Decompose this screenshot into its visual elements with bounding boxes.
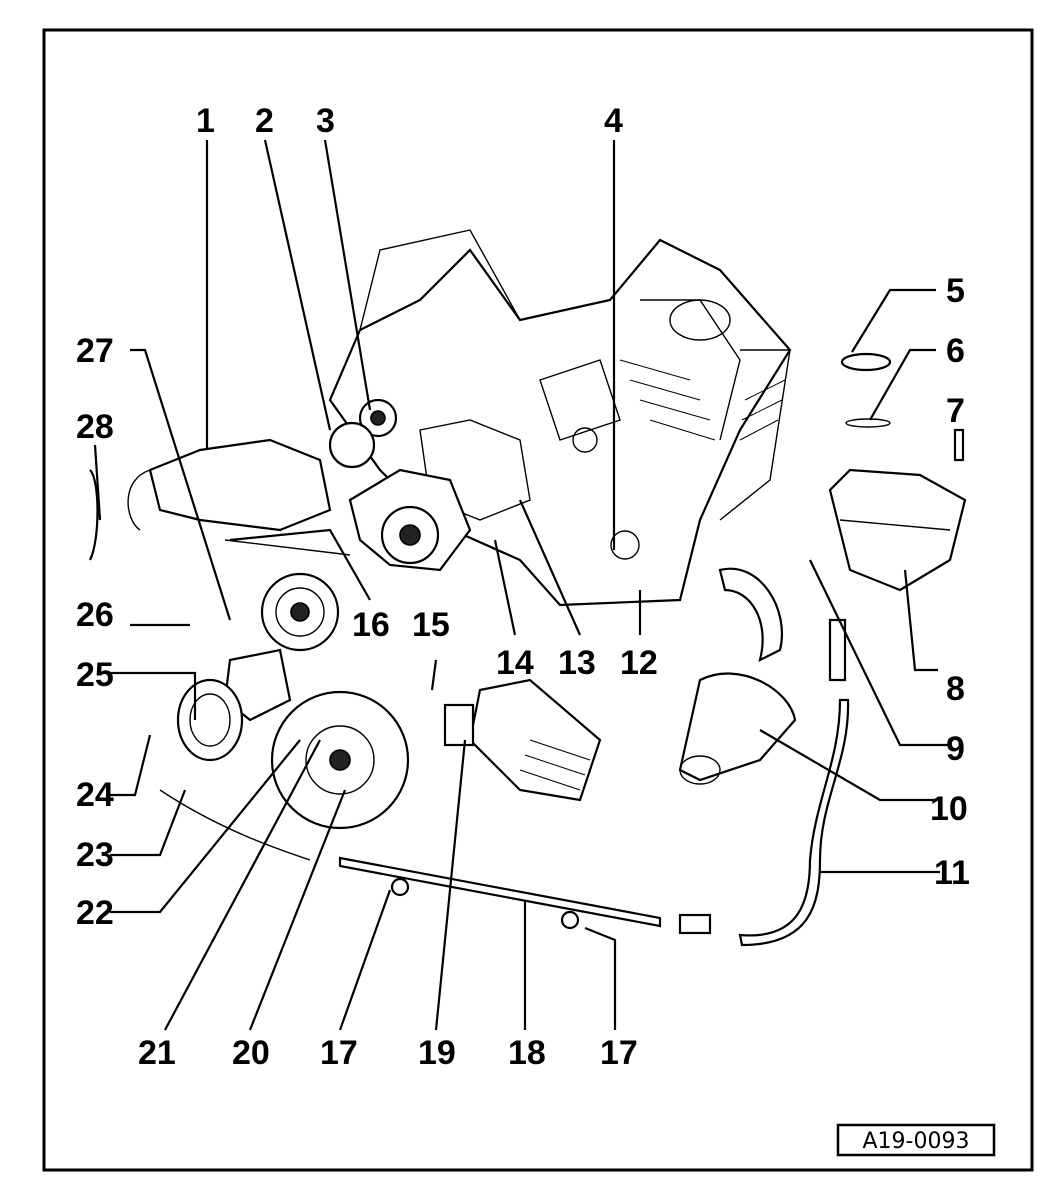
callout-15: 15 <box>412 606 450 644</box>
expansion-tank-drawing <box>828 352 967 592</box>
callout-labels: 1 2 3 4 5 6 7 8 9 10 11 12 13 14 15 16 1… <box>76 102 970 1072</box>
callout-23: 23 <box>76 836 114 874</box>
callout-27: 27 <box>76 332 114 370</box>
callout-14: 14 <box>496 644 534 682</box>
callout-7: 7 <box>946 392 965 430</box>
callout-4: 4 <box>604 102 623 140</box>
callout-9: 9 <box>946 730 965 768</box>
callout-17a: 17 <box>320 1034 358 1072</box>
callout-5: 5 <box>946 272 965 310</box>
callout-3: 3 <box>316 102 335 140</box>
reference-code-box: A19-0093 <box>836 1123 996 1157</box>
pulleys-drawing <box>159 572 410 861</box>
callout-13: 13 <box>558 644 596 682</box>
diagram-border <box>42 28 1034 1172</box>
callout-16: 16 <box>352 606 390 644</box>
rail-and-hoses-drawing <box>338 567 850 947</box>
oil-filter-drawing <box>443 678 602 802</box>
thermostat-housing-drawing <box>89 438 351 561</box>
callout-1: 1 <box>196 102 215 140</box>
callout-8: 8 <box>946 670 965 708</box>
leader-lines <box>93 139 950 1031</box>
callout-24: 24 <box>76 776 114 814</box>
callout-18: 18 <box>508 1034 546 1072</box>
water-pump-drawing <box>328 398 472 572</box>
callout-17b: 17 <box>600 1034 638 1072</box>
callout-22: 22 <box>76 894 114 932</box>
callout-20: 20 <box>232 1034 270 1072</box>
callout-25: 25 <box>76 656 114 694</box>
callout-10: 10 <box>930 790 968 828</box>
callout-6: 6 <box>946 332 965 370</box>
callout-12: 12 <box>620 644 658 682</box>
callout-26: 26 <box>76 596 114 634</box>
reference-code: A19-0093 <box>863 1129 970 1154</box>
callout-28: 28 <box>76 408 114 446</box>
callout-21: 21 <box>138 1034 176 1072</box>
callout-19: 19 <box>418 1034 456 1072</box>
callout-11: 11 <box>934 854 970 892</box>
callout-2: 2 <box>255 102 274 140</box>
